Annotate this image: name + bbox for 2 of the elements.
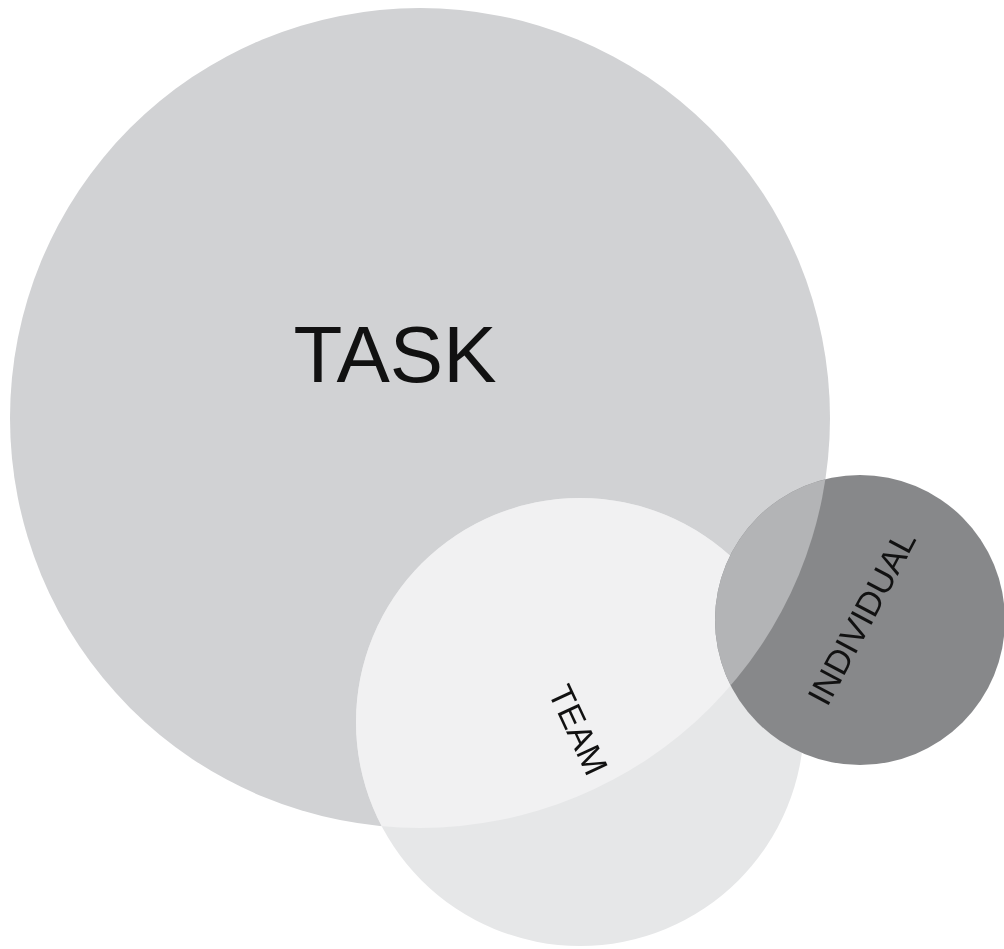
circle-label: TASK — [293, 309, 497, 401]
circle-label: TEAM — [540, 678, 616, 782]
